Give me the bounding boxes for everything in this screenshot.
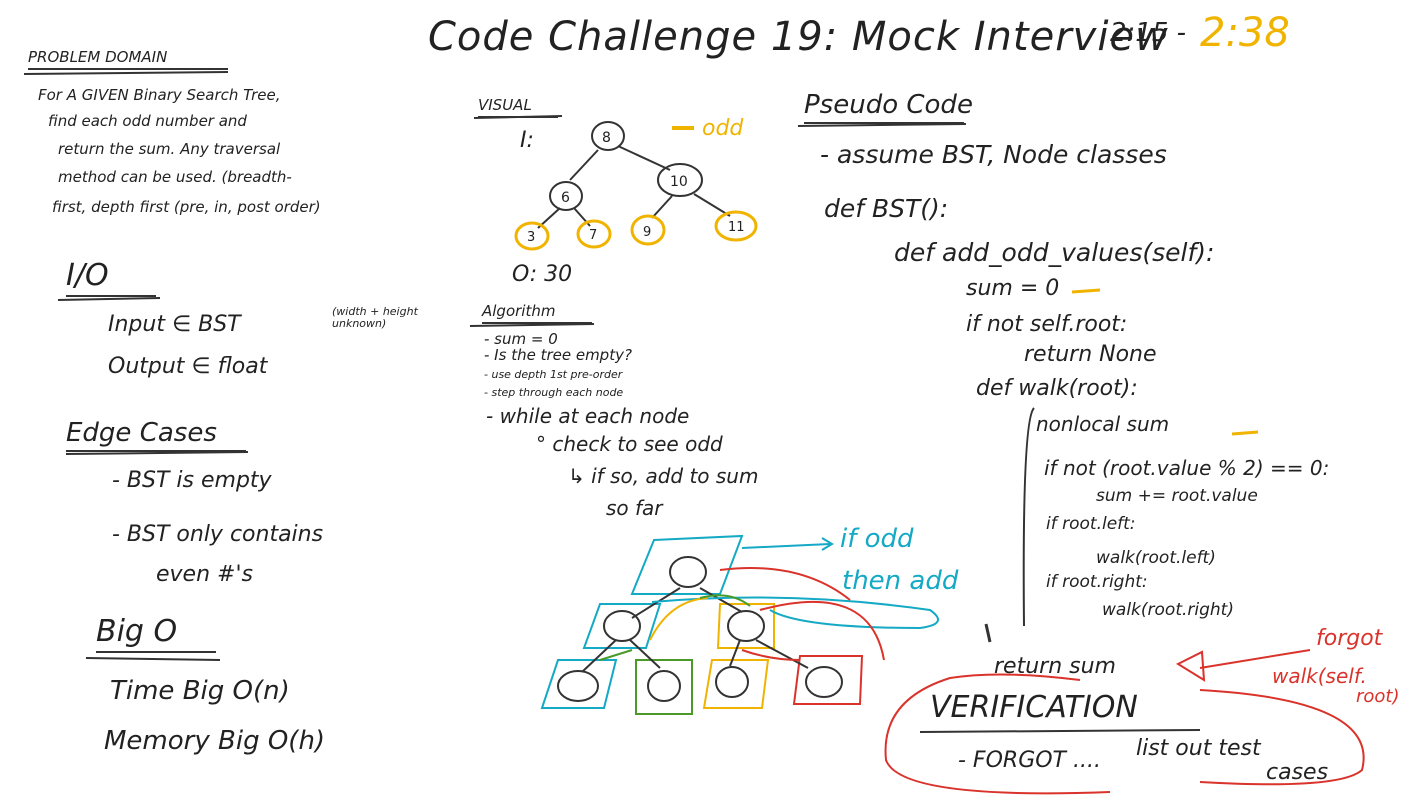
algorithm-heading: Algorithm bbox=[482, 302, 592, 324]
algorithm-line: - use depth 1st pre-order bbox=[484, 368, 623, 381]
algorithm-line: - Is the tree empty? bbox=[484, 346, 632, 364]
code-line: - assume BST, Node classes bbox=[820, 140, 1167, 169]
time-end: 2:38 bbox=[1200, 10, 1290, 56]
tree-node-label: 6 bbox=[561, 190, 570, 206]
verification-line: cases bbox=[1266, 760, 1329, 785]
visual-output: O: 30 bbox=[512, 262, 573, 287]
code-line: if not self.root: bbox=[966, 312, 1128, 337]
verification-line: list out test bbox=[1136, 736, 1261, 761]
code-line: sum += root.value bbox=[1096, 486, 1258, 506]
visual-legend: odd bbox=[702, 116, 744, 141]
algorithm-line: ° check to see odd bbox=[536, 432, 723, 456]
algorithm-line: ↳ if so, add to sum bbox=[568, 464, 759, 488]
code-line: def walk(root): bbox=[976, 376, 1138, 401]
code-line: return None bbox=[1024, 342, 1157, 367]
big-o-time: Time Big O(n) bbox=[110, 676, 290, 706]
io-output: Output ∈ float bbox=[108, 354, 268, 379]
verification-heading: VERIFICATION bbox=[930, 690, 1138, 725]
problem-line: For A GIVEN Binary Search Tree, bbox=[38, 86, 281, 104]
visual-heading: VISUAL bbox=[478, 96, 558, 118]
pseudo-code-heading: Pseudo Code bbox=[804, 90, 973, 124]
code-line: sum = 0 bbox=[966, 276, 1060, 301]
visual-input-label: I: bbox=[520, 128, 534, 153]
page-title: Code Challenge 19: Mock Interview bbox=[428, 14, 1169, 60]
code-line: if root.right: bbox=[1046, 572, 1148, 592]
problem-line: find each odd number and bbox=[48, 112, 247, 130]
diagram-annotation: then add bbox=[842, 566, 959, 596]
tree-node-label: 11 bbox=[728, 220, 745, 235]
algorithm-line: so far bbox=[606, 496, 663, 520]
verification-line: - FORGOT .... bbox=[958, 748, 1101, 773]
code-line: walk(root.right) bbox=[1102, 600, 1234, 620]
big-o-heading: Big O bbox=[96, 614, 216, 653]
problem-line: return the sum. Any traversal bbox=[58, 140, 281, 158]
forgot-note: forgot bbox=[1316, 626, 1383, 651]
io-heading: I/O bbox=[66, 258, 156, 297]
code-line: if not (root.value % 2) == 0: bbox=[1044, 456, 1330, 480]
io-input: Input ∈ BST bbox=[108, 312, 241, 337]
problem-line: method can be used. (breadth- bbox=[58, 168, 292, 186]
tree-node-label: 10 bbox=[670, 174, 688, 190]
problem-line: first, depth first (pre, in, post order) bbox=[52, 198, 321, 216]
forgot-note: root) bbox=[1356, 686, 1400, 707]
bst-visual: 8 6 10 3 7 9 11 bbox=[514, 121, 758, 251]
edge-cases-heading: Edge Cases bbox=[66, 418, 246, 452]
code-line: return sum bbox=[994, 654, 1116, 679]
problem-domain-heading: PROBLEM DOMAIN bbox=[28, 48, 228, 70]
algorithm-line: - sum = 0 bbox=[484, 330, 558, 348]
code-line: nonlocal sum bbox=[1036, 412, 1170, 436]
forgot-note: walk(self. bbox=[1272, 664, 1367, 688]
tree-node-label: 9 bbox=[643, 225, 651, 240]
tree-node-label: 8 bbox=[602, 130, 611, 146]
big-o-memory: Memory Big O(h) bbox=[104, 726, 326, 756]
algorithm-line: - while at each node bbox=[486, 404, 690, 428]
tree-node-label: 7 bbox=[589, 228, 597, 243]
traversal-diagram bbox=[540, 534, 939, 715]
code-line: def BST(): bbox=[824, 194, 949, 223]
algorithm-line: - step through each node bbox=[484, 386, 624, 399]
time-start: 2:15 - bbox=[1110, 18, 1187, 48]
io-input-note: (width + height unknown) bbox=[332, 305, 418, 330]
diagram-annotation: if odd bbox=[840, 524, 914, 554]
code-line: def add_odd_values(self): bbox=[894, 238, 1215, 267]
code-line: if root.left: bbox=[1046, 514, 1136, 534]
edge-case-item: even #'s bbox=[156, 562, 253, 587]
edge-case-item: - BST is empty bbox=[112, 468, 272, 493]
tree-node-label: 3 bbox=[527, 230, 535, 245]
code-line: walk(root.left) bbox=[1096, 548, 1216, 568]
edge-case-item: - BST only contains bbox=[112, 522, 324, 547]
